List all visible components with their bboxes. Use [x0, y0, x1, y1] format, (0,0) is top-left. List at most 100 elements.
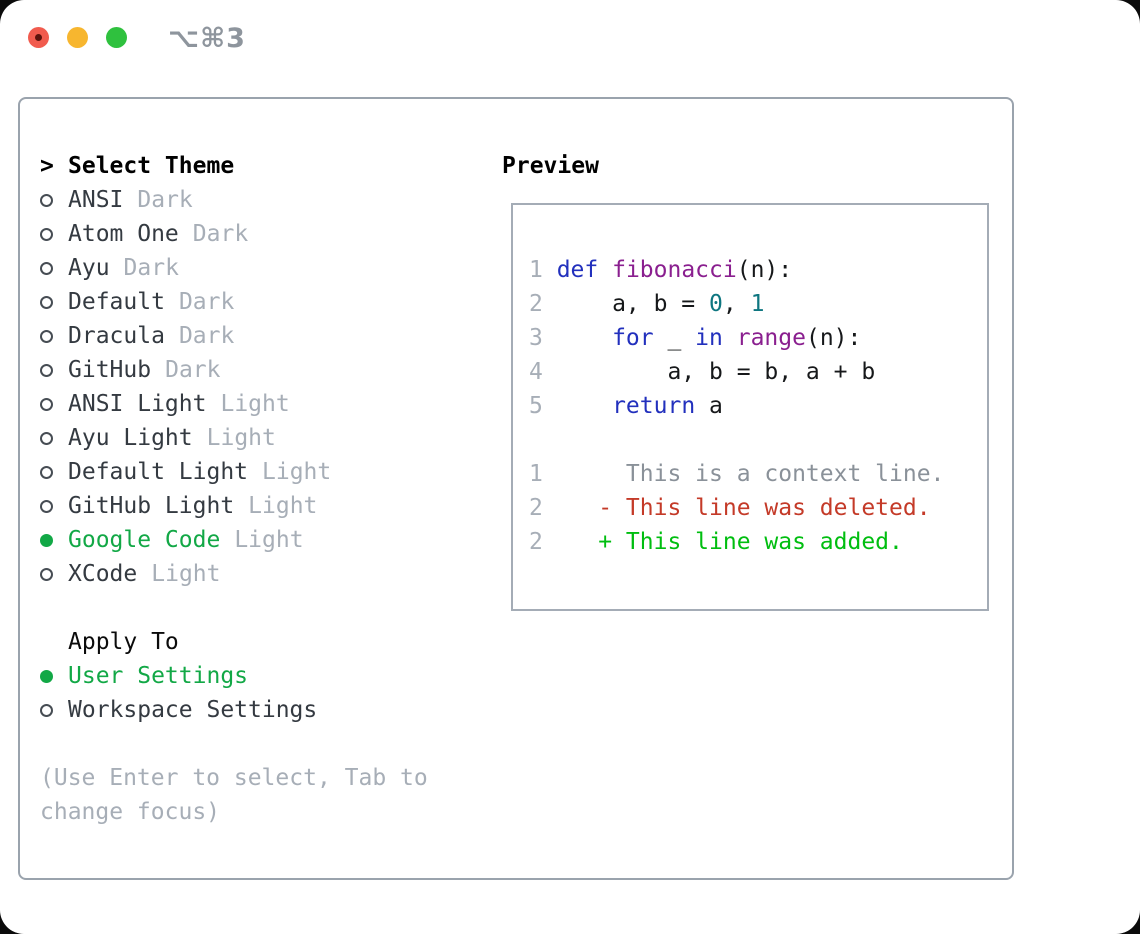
radio-icon: [40, 499, 53, 513]
chevron-right-icon: >: [40, 153, 54, 179]
preview-line: 2 a, b = 0, 1: [529, 287, 987, 321]
line-number: 2: [529, 291, 543, 317]
option-label: ANSI: [68, 187, 124, 213]
code-token-pln: [598, 257, 612, 283]
radio-icon: [40, 295, 53, 309]
theme-option-dracula[interactable]: Dracula Dark: [40, 319, 490, 353]
radio-icon: [40, 397, 53, 411]
variant-label: Light: [262, 459, 332, 485]
theme-option-github[interactable]: GitHub Dark: [40, 353, 490, 387]
focus-prompt: >: [40, 149, 68, 183]
option-label: Ayu Light: [68, 425, 193, 451]
radio-mark: [40, 703, 68, 717]
radio-mark: [40, 669, 68, 683]
code-token-pln: [723, 325, 737, 351]
radio-mark: [40, 533, 68, 547]
option-label: Workspace Settings: [68, 697, 318, 723]
code-token-kwd: for: [612, 325, 654, 351]
code-token-pln: _: [653, 325, 696, 351]
variant-label: Light: [206, 425, 276, 451]
variant-label: Light: [220, 391, 290, 417]
code-token-pln: [557, 325, 612, 351]
radio-icon: [40, 227, 53, 241]
variant-label: Dark: [178, 289, 235, 315]
option-label: Dracula: [68, 323, 165, 349]
radio-mark: [40, 295, 68, 309]
line-number: 1: [529, 461, 543, 487]
radio-icon: [40, 465, 53, 479]
radio-mark: [40, 499, 68, 513]
code-token-typ: range: [736, 325, 806, 351]
radio-icon: [40, 567, 53, 581]
theme-option-atom-one[interactable]: Atom One Dark: [40, 217, 490, 251]
apply-option-user-settings[interactable]: User Settings: [40, 659, 490, 693]
theme-option-ansi-light[interactable]: ANSI Light Light: [40, 387, 490, 421]
preview-title: Preview: [502, 153, 599, 179]
preview-blank-line: [529, 423, 987, 457]
preview-line: 1 This is a context line.: [529, 457, 987, 491]
unsaved-dot-icon: [35, 34, 42, 41]
preview-line: 2 + This line was added.: [529, 525, 987, 559]
variant-label: Dark: [123, 255, 179, 281]
apply-to-title: Apply To: [68, 629, 179, 655]
variant-label: Dark: [192, 221, 249, 247]
help-line-2: change focus): [40, 799, 221, 825]
variant-label: Dark: [137, 187, 193, 213]
option-label: Ayu: [68, 255, 110, 281]
code-token-del: - This line was deleted.: [556, 495, 931, 521]
theme-option-ansi[interactable]: ANSI Dark: [40, 183, 490, 217]
help-text: (Use Enter to select, Tab to change focu…: [40, 761, 490, 829]
close-button[interactable]: [28, 27, 49, 48]
apply-option-workspace-settings[interactable]: Workspace Settings: [40, 693, 490, 727]
window-shortcut-label: ⌥⌘3: [168, 23, 246, 54]
radio-mark: [40, 261, 68, 275]
titlebar: ⌥⌘3: [0, 0, 1140, 80]
code-token-lit: 1: [750, 291, 765, 317]
preview-line: 3 for _ in range(n):: [529, 321, 987, 355]
code-token-lit: 0: [709, 291, 723, 317]
variant-label: Light: [151, 561, 221, 587]
code-token-pln: a: [695, 393, 723, 419]
zoom-button[interactable]: [106, 27, 127, 48]
radio-mark: [40, 329, 68, 343]
radio-icon: [40, 261, 53, 275]
code-token-pln: a, b =: [556, 291, 710, 317]
theme-option-ayu-light[interactable]: Ayu Light Light: [40, 421, 490, 455]
line-number: 5: [529, 393, 543, 419]
variant-label: Light: [234, 527, 304, 553]
line-number: 1: [529, 257, 543, 283]
spacer: [40, 591, 490, 625]
code-token-pln: [557, 393, 612, 419]
option-label: GitHub Light: [68, 493, 235, 519]
line-number: 3: [529, 325, 543, 351]
option-label: GitHub: [68, 357, 152, 383]
code-token-typ: fibonacci: [612, 257, 737, 283]
variant-label: Dark: [178, 323, 235, 349]
radio-icon: [40, 431, 53, 445]
code-token-kwd: def: [556, 257, 599, 283]
option-label: Google Code: [68, 527, 221, 553]
help-line-1: (Use Enter to select, Tab to: [40, 765, 428, 791]
code-token-kwd: return: [612, 393, 696, 419]
option-label: Atom One: [68, 221, 179, 247]
code-token-pln: (n):: [736, 257, 793, 283]
theme-option-google-code[interactable]: Google Code Light: [40, 523, 490, 557]
preview-line: 2 - This line was deleted.: [529, 491, 987, 525]
theme-option-ayu[interactable]: Ayu Dark: [40, 251, 490, 285]
radio-mark: [40, 567, 68, 581]
line-number: 2: [529, 495, 543, 521]
radio-icon: [40, 703, 53, 717]
variant-label: Dark: [165, 357, 221, 383]
option-label: ANSI Light: [68, 391, 207, 417]
radio-mark: [40, 363, 68, 377]
select-theme-header: > Select Theme: [40, 149, 490, 183]
preview-line: 1 def fibonacci(n):: [529, 253, 987, 287]
minimize-button[interactable]: [67, 27, 88, 48]
